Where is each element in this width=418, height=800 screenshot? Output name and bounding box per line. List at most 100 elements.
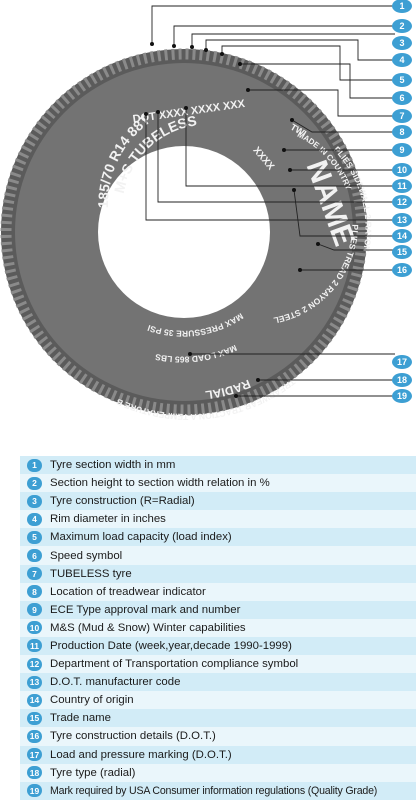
legend-item: 14 Country of origin — [20, 691, 416, 710]
callout-badge: 5 — [392, 73, 412, 87]
legend-item: 11 Production Date (week,year,decade 1990… — [20, 636, 416, 656]
legend-number-badge: 8 — [27, 585, 42, 599]
legend-number-badge: 10 — [27, 621, 42, 635]
legend-number-badge: 13 — [27, 675, 42, 689]
callout-badge: 12 — [392, 195, 412, 209]
callout-badge-number: 2 — [399, 21, 404, 31]
legend-label: Tyre construction (R=Radial) — [50, 495, 195, 508]
legend-label: Tyre construction details (D.O.T.) — [50, 730, 216, 743]
callout-badge-number: 8 — [399, 127, 404, 137]
legend-number-badge: 2 — [27, 476, 42, 490]
callout-badge-number: 6 — [399, 93, 404, 103]
legend-item: 1 Tyre section width in mm — [20, 456, 416, 475]
callout-badge-number: 12 — [397, 197, 407, 207]
legend-number-badge: 19 — [27, 784, 42, 798]
callout-badge: 17 — [392, 355, 412, 369]
legend-number-badge: 7 — [27, 567, 42, 581]
callout-badge-number: 18 — [397, 375, 407, 385]
callout-badge-number: 10 — [397, 165, 407, 175]
callout-badge: 15 — [392, 245, 412, 259]
legend-item: 15 Trade name — [20, 709, 416, 728]
legend-number-badge: 17 — [27, 748, 42, 762]
legend-number-badge: 4 — [27, 512, 42, 526]
legend-list: 1 Tyre section width in mm 2 Section height… — [20, 456, 416, 800]
callout-badge: 18 — [392, 373, 412, 387]
legend-label: Maximum load capacity (load index) — [50, 531, 232, 544]
legend-item: 8 Location of treadwear indicator — [20, 582, 416, 601]
legend-label: Section height to section width relation… — [50, 477, 270, 490]
callout-badge: 14 — [392, 229, 412, 243]
callout-badge: 9 — [392, 143, 412, 157]
legend-number-badge: 14 — [27, 693, 42, 707]
legend-label: Load and pressure marking (D.O.T.) — [50, 748, 232, 761]
callout-badge-number: 1 — [399, 1, 404, 11]
legend-number-badge: 12 — [27, 657, 42, 671]
legend-label: Speed symbol — [50, 549, 123, 562]
callout-badge-number: 9 — [399, 145, 404, 155]
legend-label: Tyre section width in mm — [50, 459, 176, 472]
legend-item: 17 Load and pressure marking (D.O.T.) — [20, 745, 416, 764]
callout-badge: 8 — [392, 125, 412, 139]
legend-label: TUBELESS tyre — [50, 567, 132, 580]
callout-badge: 11 — [392, 179, 412, 193]
tread-ring — [0, 48, 368, 416]
legend-number-badge: 1 — [27, 458, 42, 472]
leader-dots — [144, 42, 320, 398]
callout-badge: 10 — [392, 163, 412, 177]
legend-item: 3 Tyre construction (R=Radial) — [20, 492, 416, 511]
legend-item: 6 Speed symbol — [20, 546, 416, 565]
callout-badge-number: 3 — [399, 38, 404, 48]
legend-label: M&S (Mud & Snow) Winter capabilities — [50, 621, 246, 634]
leader-lines — [145, 5, 395, 397]
callout-badge-number: 17 — [397, 357, 407, 367]
legend-number-badge: 11 — [27, 639, 42, 653]
legend-item: 4 Rim diameter in inches — [20, 510, 416, 529]
callout-badge: 16 — [392, 263, 412, 277]
callout-badge-number: 11 — [397, 181, 407, 191]
legend-item: 16 Tyre construction details (D.O.T.) — [20, 727, 416, 746]
callout-badge: 6 — [392, 91, 412, 105]
legend-label: Mark required by USA Consumer informatio… — [50, 784, 378, 797]
legend-label: D.O.T. manufacturer code — [50, 676, 181, 689]
rim-hole — [98, 146, 270, 318]
legend-number-badge: 3 — [27, 494, 42, 508]
legend-label: ECE Type approval mark and number — [50, 603, 241, 616]
callout-badge-number: 7 — [399, 111, 404, 121]
legend-item: 5 Maximum load capacity (load index) — [20, 528, 416, 547]
legend-number-badge: 18 — [27, 766, 42, 780]
callout-badge-number: 14 — [397, 231, 407, 241]
callout-badge-number: 19 — [397, 391, 407, 401]
callout-badge-number: 4 — [399, 55, 404, 65]
tyre-sidewall-diagram: 185/70 R14 88T M+S TUBELESS DOT XXXX XXX… — [0, 0, 412, 420]
legend-item: 10 M&S (Mud & Snow) Winter capabilities — [20, 618, 416, 637]
legend-label: Production Date (week,year,decade 1990-1… — [50, 639, 292, 652]
callout-badge: 1 — [392, 0, 412, 13]
callout-badge-number: 16 — [397, 265, 407, 275]
callout-badge: 2 — [392, 19, 412, 33]
callout-badge-number: 5 — [399, 75, 404, 85]
legend-item: 7 TUBELESS tyre — [20, 564, 416, 583]
legend-item: 19 Mark required by USA Consumer informat… — [20, 781, 416, 800]
callout-badge: 7 — [392, 109, 412, 123]
callout-badge-number: 13 — [397, 215, 407, 225]
legend-label: Tyre type (radial) — [50, 766, 136, 779]
legend-number-badge: 6 — [27, 549, 42, 563]
legend-item: 13 D.O.T. manufacturer code — [20, 673, 416, 692]
legend-item: 2 Section height to section width relatio… — [20, 474, 416, 493]
legend-label: Country of origin — [50, 694, 134, 707]
callout-badge: 3 — [392, 36, 412, 50]
callout-badge-number: 15 — [397, 247, 407, 257]
legend-label: Location of treadwear indicator — [50, 585, 206, 598]
callout-badge: 19 — [392, 389, 412, 403]
legend-label: Rim diameter in inches — [50, 513, 166, 526]
legend-number-badge: 15 — [27, 711, 42, 725]
legend-label: Trade name — [50, 712, 111, 725]
legend-item: 12 Department of Transportation complianc… — [20, 655, 416, 674]
callout-badge: 13 — [392, 213, 412, 227]
legend-number-badge: 16 — [27, 729, 42, 743]
legend-item: 18 Tyre type (radial) — [20, 763, 416, 782]
legend-label: Department of Transportation compliance … — [50, 658, 299, 671]
legend-number-badge: 5 — [27, 530, 42, 544]
